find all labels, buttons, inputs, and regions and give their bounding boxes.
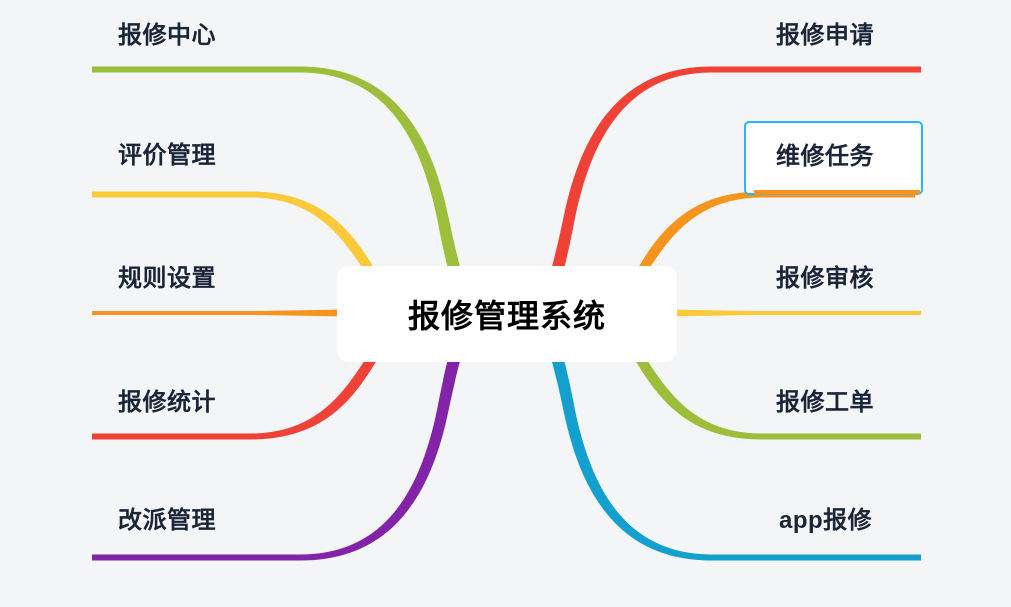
- branch-line-right-2: [594, 191, 915, 320]
- branch-line-left-4: [92, 312, 418, 440]
- branch-label-right-2[interactable]: 维修任务: [776, 143, 874, 170]
- branch-label-left-2[interactable]: 评价管理: [118, 142, 216, 169]
- branch-label-right-5[interactable]: app报修: [779, 507, 873, 534]
- branch-label-right-3[interactable]: 报修审核: [776, 265, 874, 292]
- branch-label-left-4[interactable]: 报修统计: [118, 389, 216, 416]
- center-node-title: 报修管理系统: [407, 298, 606, 334]
- branch-line-left-2: [92, 191, 418, 320]
- branch-label-left-5[interactable]: 改派管理: [118, 507, 216, 534]
- branch-label-left-1[interactable]: 报修中心: [118, 22, 216, 49]
- branch-label-right-1[interactable]: 报修申请: [776, 22, 874, 49]
- center-node[interactable]: 报修管理系统: [337, 266, 677, 362]
- branch-line-right-3: [667, 309, 921, 317]
- selection-box-underline: [754, 190, 920, 195]
- branch-label-left-3[interactable]: 规则设置: [118, 265, 216, 292]
- branch-label-right-4[interactable]: 报修工单: [776, 389, 874, 416]
- branch-line-left-3: [92, 309, 345, 317]
- branch-line-right-4: [594, 312, 921, 440]
